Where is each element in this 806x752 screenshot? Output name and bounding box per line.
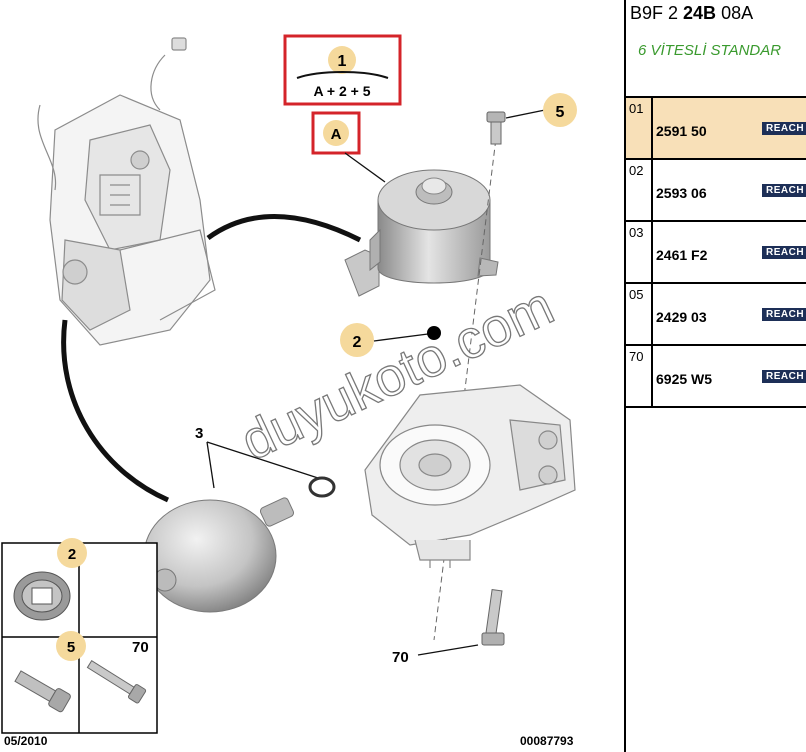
panel-subtitle: 6 VİTESLİ STANDAR (638, 42, 782, 59)
diagram-ref-number: 00087793 (520, 734, 574, 748)
reach-badge: REACH (762, 122, 806, 135)
parts-diagram: 1 A + 2 + 5 A 5 2 duyuko (1, 34, 577, 748)
part-reference[interactable]: 2429 03 (656, 309, 707, 325)
callout-2: 2 (353, 334, 362, 351)
part-code: 05 (626, 284, 653, 344)
pump-housing-illustration (364, 384, 576, 568)
part-reference[interactable]: 2593 06 (656, 185, 707, 201)
link-curve-left (61, 319, 170, 503)
part-code: 70 (626, 346, 653, 406)
inset-callout-5: 5 (67, 639, 75, 656)
screw-bottom-illustration (481, 588, 505, 646)
diagram-date: 05/2010 (4, 734, 48, 748)
screw-top-illustration (486, 111, 506, 145)
center-axis (433, 129, 498, 641)
callout-70: 70 (392, 649, 409, 666)
inset-callout-2: 2 (68, 546, 76, 563)
part-code: 02 (626, 160, 653, 220)
accumulator-sphere-illustration (143, 497, 295, 613)
part-code: 03 (626, 222, 653, 282)
part-code: 01 (626, 98, 653, 158)
panel-header: B9F 2 24B 08A (630, 3, 754, 23)
callout-5: 5 (556, 104, 565, 121)
reach-badge: REACH (762, 370, 806, 383)
part-reference[interactable]: 2461 F2 (656, 247, 708, 263)
pump-motor-illustration (344, 169, 499, 297)
a-label: A (331, 126, 342, 143)
reach-badge: REACH (762, 246, 806, 259)
formula-text: A + 2 + 5 (313, 83, 370, 99)
o-ring-illustration (308, 476, 336, 498)
part-reference[interactable]: 2591 50 (656, 123, 707, 139)
engine-assembly-illustration (37, 37, 216, 346)
grease-point-dot (427, 326, 441, 340)
a-label-box (311, 111, 361, 155)
link-curve-top (206, 214, 362, 243)
part-reference[interactable]: 6925 W5 (656, 371, 713, 387)
reach-badge: REACH (762, 308, 806, 321)
reach-badge: REACH (762, 184, 806, 197)
callout-3: 3 (195, 425, 203, 442)
inset-callout-70: 70 (132, 639, 149, 656)
formula-number: 1 (338, 53, 347, 70)
